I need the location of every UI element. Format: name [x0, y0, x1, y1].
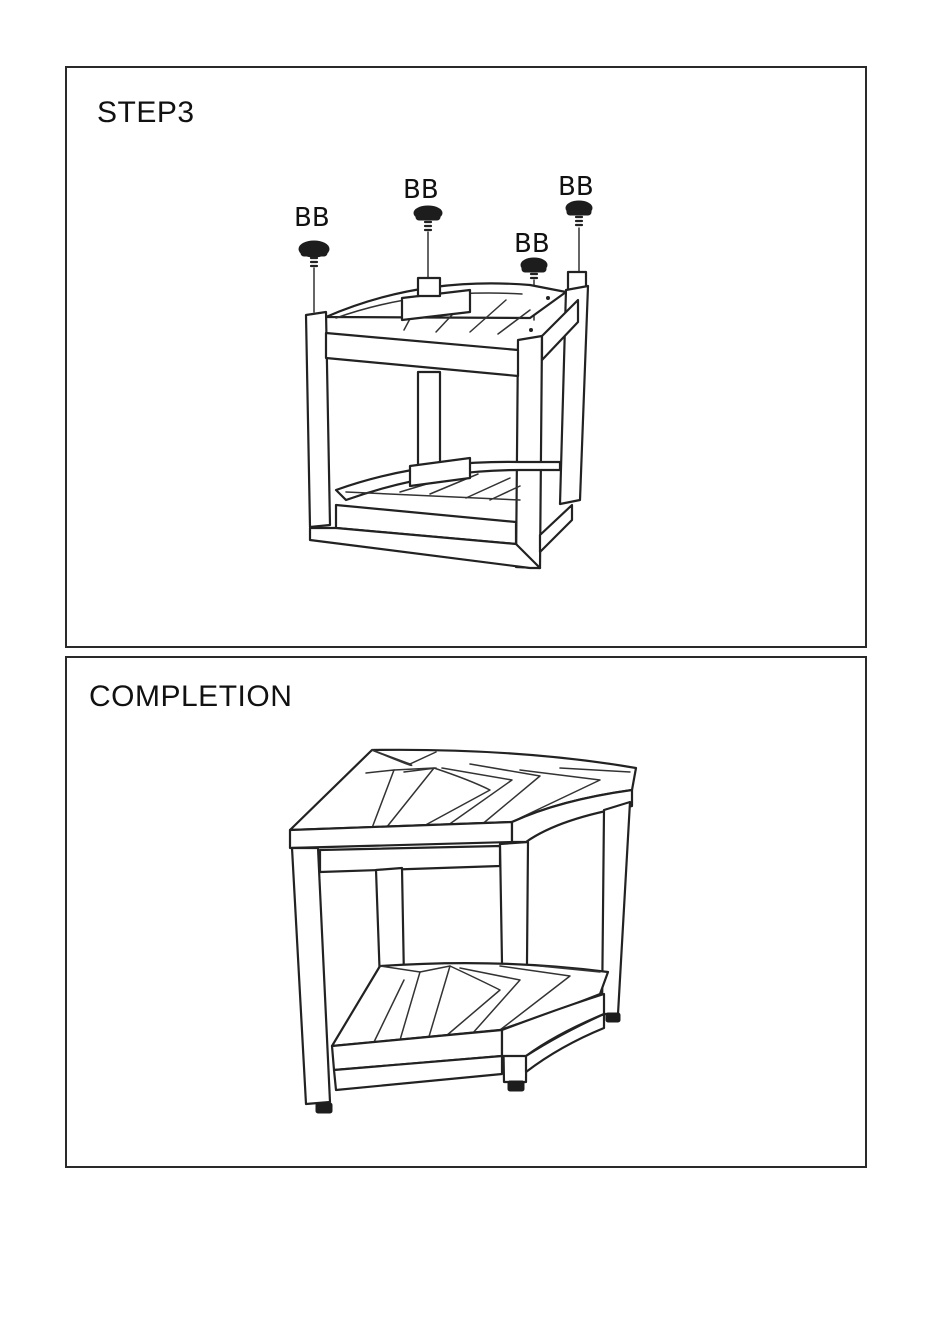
assembled-corner-shelf	[290, 750, 636, 1113]
